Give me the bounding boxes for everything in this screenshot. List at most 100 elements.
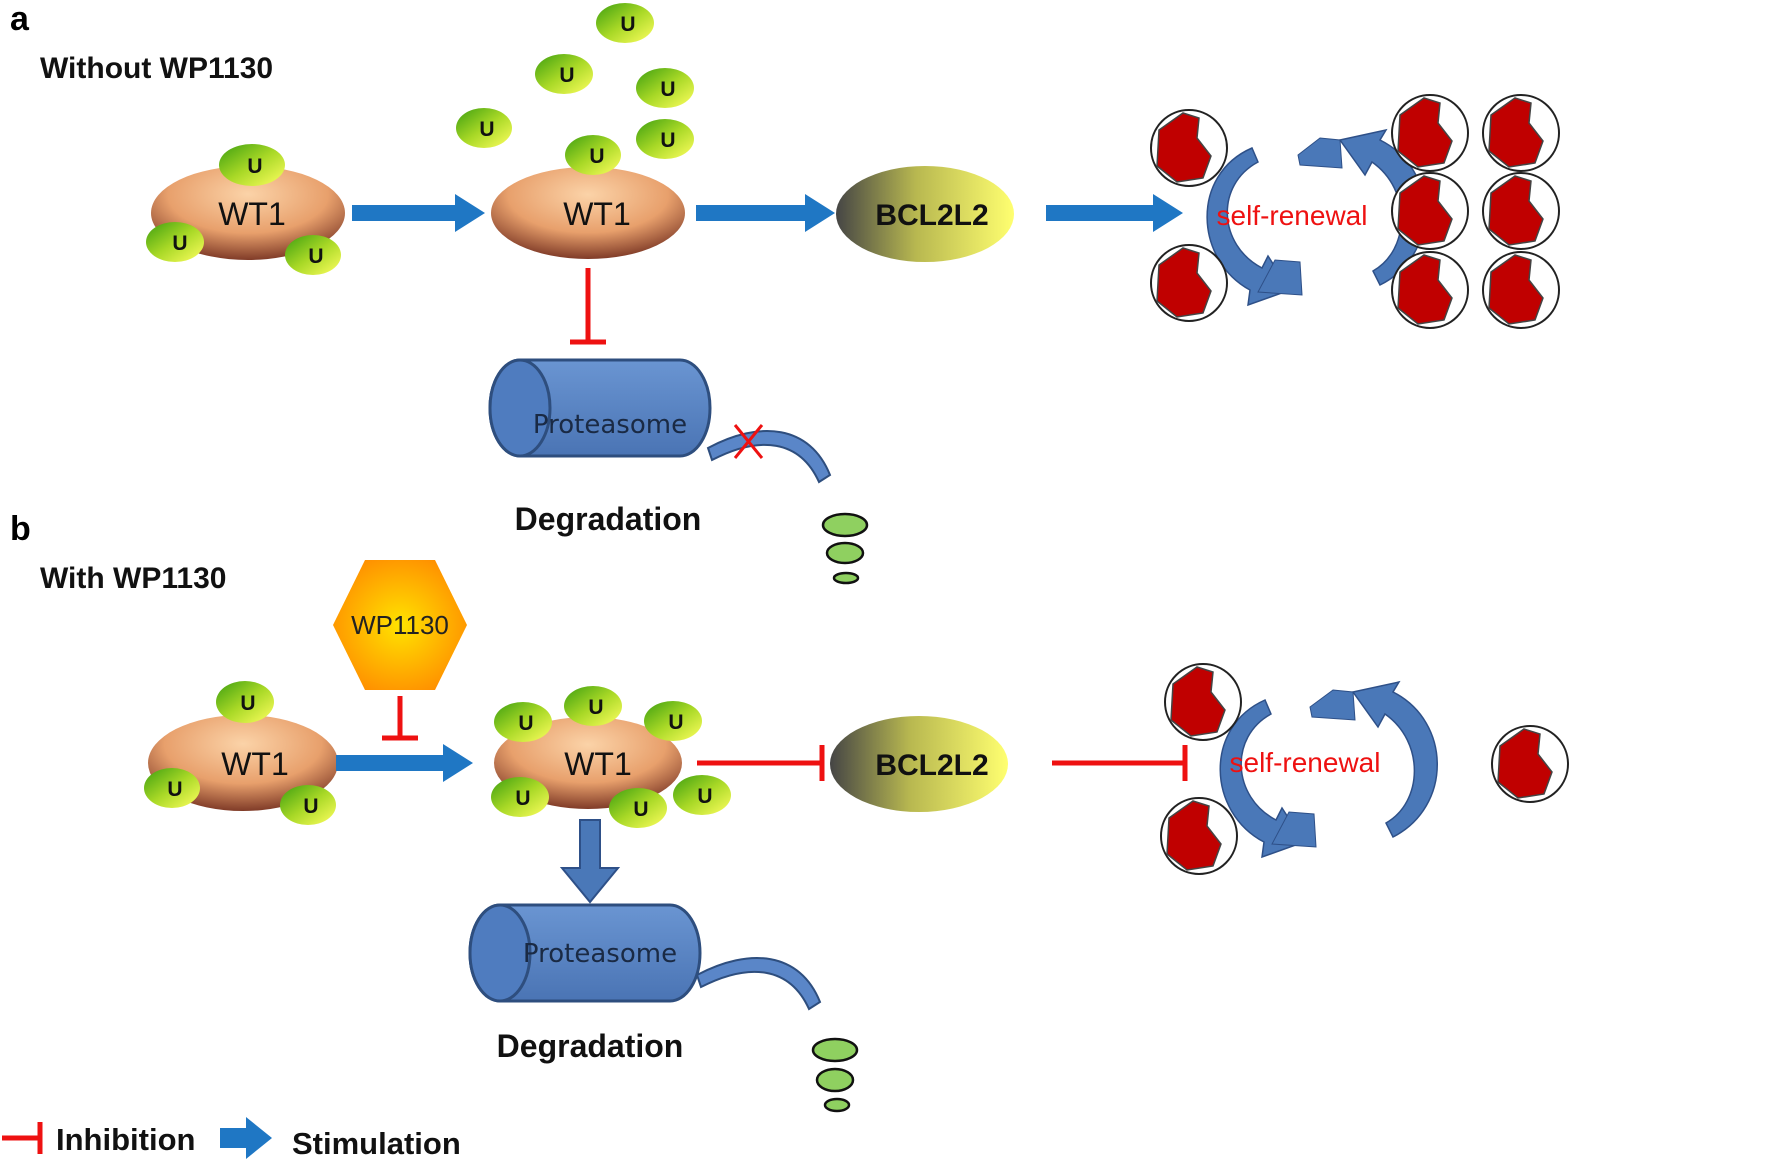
stem-cell bbox=[1491, 725, 1569, 803]
panel-b-letter: b bbox=[10, 510, 31, 548]
panel-a-title: Without WP1130 bbox=[40, 52, 273, 85]
ubiquitin-tag: U bbox=[535, 54, 593, 94]
stem-cell bbox=[1164, 663, 1242, 741]
stem-cell bbox=[1150, 109, 1228, 187]
svg-text:U: U bbox=[660, 78, 675, 101]
ubiquitin-tag: U bbox=[219, 144, 285, 186]
panel-a: a Without WP1130 WT1 U U U WT1 bbox=[10, 0, 1560, 585]
ubiquitin-tag: U bbox=[609, 788, 667, 828]
drug-hexagon bbox=[333, 560, 467, 690]
svg-text:U: U bbox=[588, 696, 603, 719]
stimulation-arrow bbox=[696, 194, 835, 232]
stem-cell bbox=[1482, 172, 1560, 250]
proteasome-label: Proteasome bbox=[523, 939, 677, 969]
svg-text:U: U bbox=[172, 232, 187, 255]
svg-text:U: U bbox=[167, 778, 182, 801]
wt1-label: WT1 bbox=[218, 196, 286, 232]
svg-text:U: U bbox=[518, 712, 533, 735]
stem-cell bbox=[1160, 797, 1238, 875]
stimulation-arrow bbox=[352, 194, 485, 232]
wt1-label: WT1 bbox=[221, 746, 289, 782]
bcl2l2-label: BCL2L2 bbox=[875, 199, 988, 232]
legend-inhibition-label: Inhibition bbox=[56, 1122, 195, 1157]
svg-text:U: U bbox=[240, 692, 255, 715]
cycle-arrow-head bbox=[1309, 689, 1356, 721]
stem-cell bbox=[1391, 251, 1469, 329]
svg-text:U: U bbox=[303, 795, 318, 818]
peptide-fragment bbox=[825, 541, 865, 565]
panel-b-title: With WP1130 bbox=[40, 562, 226, 595]
drug-label: WP1130 bbox=[351, 610, 449, 640]
ubiquitin-tag: U bbox=[596, 3, 654, 43]
wt1-label: WT1 bbox=[563, 196, 631, 232]
inhibition-marker-b2 bbox=[1052, 745, 1188, 781]
inhibition-marker-a bbox=[570, 268, 606, 345]
bcl2l2-node-a: BCL2L2 bbox=[836, 166, 1014, 262]
cycle-arrow bbox=[1351, 680, 1438, 839]
peptide-exit-tube bbox=[706, 430, 832, 484]
blocked-cross-icon bbox=[733, 424, 764, 459]
svg-text:U: U bbox=[247, 155, 262, 178]
wt1-complex-b-middle: WT1 U U U U U U bbox=[491, 686, 731, 828]
bcl2l2-label: BCL2L2 bbox=[875, 749, 988, 782]
stem-cell bbox=[1391, 94, 1469, 172]
ubiquitin-tag: U bbox=[456, 108, 512, 148]
inhibition-marker-b1 bbox=[697, 745, 825, 781]
svg-text:U: U bbox=[308, 245, 323, 268]
svg-text:U: U bbox=[515, 787, 530, 810]
stem-cell bbox=[1482, 251, 1560, 329]
ubiquitin-tag: U bbox=[280, 785, 336, 825]
stimulation-arrow bbox=[1046, 194, 1183, 232]
wt1-protein bbox=[491, 167, 685, 259]
ubiquitin-tag: U bbox=[636, 68, 694, 108]
stem-cell bbox=[1150, 244, 1228, 322]
ubiquitin-tag: U bbox=[636, 119, 694, 159]
peptide-exit-tube bbox=[695, 957, 822, 1011]
degradation-label: Degradation bbox=[515, 501, 702, 537]
wt1-label: WT1 bbox=[564, 746, 632, 782]
cycle-arrow-head bbox=[1297, 137, 1343, 169]
cells-b bbox=[1160, 663, 1569, 875]
stimulation-arrow bbox=[336, 744, 473, 782]
ubiquitin-tag: U bbox=[285, 235, 341, 275]
self-renewal-cycle-b: self-renewal bbox=[1219, 680, 1438, 859]
ubiquitin-tag: U bbox=[644, 701, 702, 741]
self-renewal-cycle-a: self-renewal bbox=[1206, 128, 1426, 307]
svg-text:U: U bbox=[633, 798, 648, 821]
svg-text:U: U bbox=[668, 711, 683, 734]
peptide-fragment bbox=[823, 1097, 851, 1113]
ubiquitin-tag: U bbox=[144, 768, 200, 808]
legend: Inhibition Stimulation bbox=[2, 1117, 461, 1161]
svg-text:U: U bbox=[697, 785, 712, 808]
ubiquitin-tag: U bbox=[494, 702, 552, 742]
cycle-arrow-head bbox=[1271, 811, 1317, 848]
ubiquitin-tag: U bbox=[216, 681, 274, 723]
svg-text:U: U bbox=[589, 145, 604, 168]
degradation-arrow bbox=[559, 819, 621, 904]
ubiquitin-tag: U bbox=[146, 222, 204, 262]
ubiquitin-tag: U bbox=[491, 777, 549, 817]
stem-cell bbox=[1391, 172, 1469, 250]
self-renewal-label: self-renewal bbox=[1217, 200, 1368, 231]
legend-stimulation-label: Stimulation bbox=[292, 1126, 461, 1161]
cycle-arrow-head bbox=[1257, 259, 1303, 296]
peptide-fragment bbox=[815, 1067, 855, 1093]
inhibition-legend-icon bbox=[2, 1122, 43, 1154]
panel-b: b With WP1130 WT1 U U U WP1130 bbox=[10, 510, 1569, 1113]
cycle-arrow bbox=[1206, 147, 1292, 307]
degradation-label: Degradation bbox=[497, 1028, 684, 1064]
stem-cell bbox=[1482, 94, 1560, 172]
bcl2l2-node-b: BCL2L2 bbox=[830, 716, 1008, 812]
wt1-complex-a-middle: WT1 U bbox=[491, 135, 685, 259]
self-renewal-label: self-renewal bbox=[1230, 747, 1381, 778]
wt1-complex-a-left: WT1 U U U bbox=[146, 144, 345, 275]
svg-text:U: U bbox=[559, 64, 574, 87]
svg-text:U: U bbox=[660, 129, 675, 152]
svg-text:U: U bbox=[479, 118, 494, 141]
ubiquitin-tag: U bbox=[673, 775, 731, 815]
wp1130-drug: WP1130 bbox=[333, 560, 467, 741]
svg-text:U: U bbox=[620, 13, 635, 36]
cycle-arrow bbox=[1219, 699, 1306, 859]
peptide-fragment bbox=[832, 571, 860, 585]
